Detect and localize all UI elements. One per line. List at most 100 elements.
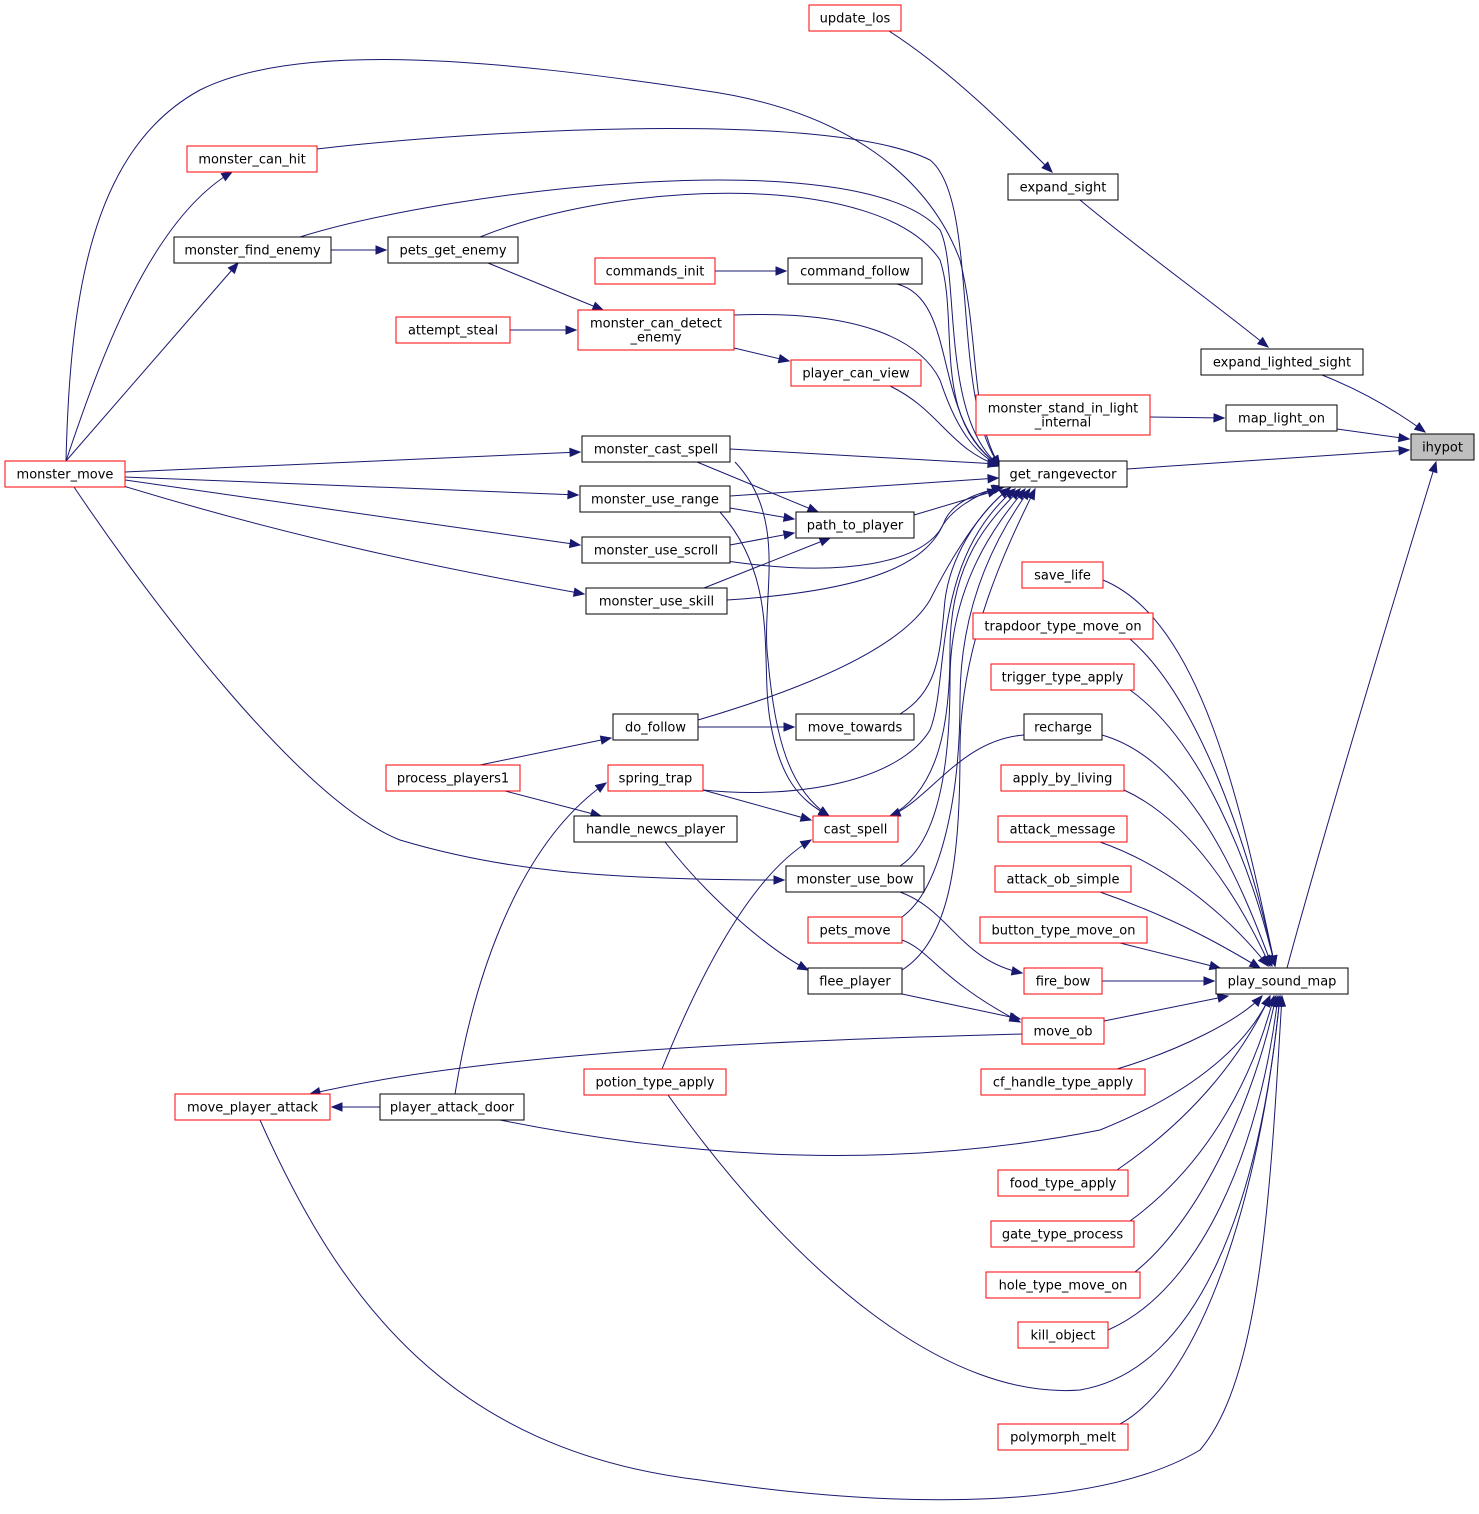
node-monster_move[interactable]: monster_move [4,460,126,488]
node-trigger_type_apply[interactable]: trigger_type_apply [990,663,1135,691]
node-process_players1[interactable]: process_players1 [385,764,521,792]
edge-line [1126,449,1410,470]
node-update_los[interactable]: update_los [808,4,902,32]
edge-arrowhead [783,722,796,732]
node-kill_object[interactable]: kill_object [1017,1321,1109,1349]
node-move_ob[interactable]: move_ob [1021,1017,1105,1045]
node-box [1007,173,1119,201]
node-expand_lighted_sight[interactable]: expand_lighted_sight [1200,348,1364,376]
node-label: attack_ob_simple [1007,873,1120,888]
node-label: cf_handle_type_apply [993,1076,1134,1091]
node-box [997,815,1128,843]
node-button_type_move_on[interactable]: button_type_move_on [979,916,1148,944]
edge-line [899,891,1023,974]
node-box [979,916,1148,944]
node-monster_cast_spell[interactable]: monster_cast_spell [581,435,731,463]
edge-cf_handle_type_apply-to-play_sound_map [1116,995,1263,1070]
edge-arrowhead [1398,445,1411,456]
node-move_player_attack[interactable]: move_player_attack [174,1093,331,1121]
node-gate_type_process[interactable]: gate_type_process [990,1220,1135,1248]
node-label: cast_spell [824,823,888,838]
node-do_follow[interactable]: do_follow [612,713,699,741]
node-cast_spell[interactable]: cast_spell [812,815,899,843]
node-label: trigger_type_apply [1002,671,1124,686]
node-flee_player[interactable]: flee_player [807,967,903,995]
node-play_sound_map[interactable]: play_sound_map [1215,967,1349,995]
node-label: monster_cast_spell [594,443,718,458]
node-box [980,1068,1146,1096]
node-box [795,713,915,741]
node-get_rangevector[interactable]: get_rangevector [998,460,1128,488]
node-fire_bow[interactable]: fire_bow [1023,967,1103,995]
node-path_to_player[interactable]: path_to_player [795,511,915,539]
node-map_light_on[interactable]: map_light_on [1225,404,1338,432]
edge-attempt_steal-to-monster_can_detect_enemy [510,325,578,335]
node-expand_sight[interactable]: expand_sight [1007,173,1119,201]
edge-expand_sight-to-expand_lighted_sight [1079,199,1270,348]
node-player_can_view[interactable]: player_can_view [790,359,922,387]
edge-arrowhead [1213,413,1226,423]
node-hole_type_move_on[interactable]: hole_type_move_on [985,1271,1141,1299]
node-label: hole_type_move_on [999,1279,1128,1294]
node-trapdoor_type_move_on[interactable]: trapdoor_type_move_on [972,612,1154,640]
node-label: food_type_apply [1010,1177,1117,1192]
node-monster_use_bow[interactable]: monster_use_bow [785,865,925,893]
node-monster_use_range[interactable]: monster_use_range [579,485,731,513]
edge-monster_can_hit-to-get_rangevector [316,128,1001,468]
node-label: polymorph_melt [1010,1431,1116,1446]
edge-line [479,737,612,766]
node-move_towards[interactable]: move_towards [795,713,915,741]
edge-arrowhead [796,960,810,971]
edge-line [733,313,1001,467]
node-box [997,1169,1129,1197]
edge-attack_ob_simple-to-play_sound_map [1099,891,1262,969]
edge-arrowhead [375,245,388,255]
node-cf_handle_type_apply[interactable]: cf_handle_type_apply [980,1068,1146,1096]
edge-line [1099,841,1269,967]
node-monster_can_detect_enemy[interactable]: monster_can_detect_enemy [577,309,735,351]
node-player_attack_door[interactable]: player_attack_door [379,1093,525,1121]
edge-arrowhead [330,1102,343,1112]
edge-line [896,283,1001,467]
edge-line [719,485,1003,569]
node-label: ihypot [1422,441,1463,456]
edge-spring_trap-to-cast_spell [702,789,813,822]
node-attack_ob_simple[interactable]: attack_ob_simple [994,865,1132,893]
node-command_follow[interactable]: command_follow [787,257,923,285]
node-label: monster_use_skill [599,595,714,610]
node-monster_use_scroll[interactable]: monster_use_scroll [581,536,731,564]
node-label: potion_type_apply [596,1076,715,1091]
edge-line [1116,995,1271,1171]
node-commands_init[interactable]: commands_init [594,257,716,285]
edge-line [124,476,579,496]
edge-flee_player-to-move_ob [901,993,1022,1022]
node-pets_move[interactable]: pets_move [807,916,903,944]
edge-arrowhead [1248,958,1262,969]
edge-flee_player-to-get_rangevector [901,487,1036,971]
node-box [579,485,731,513]
node-monster_find_enemy[interactable]: monster_find_enemy [173,236,332,264]
edge-line [124,479,581,546]
node-box [807,916,903,944]
node-recharge[interactable]: recharge [1023,713,1103,741]
node-apply_by_living[interactable]: apply_by_living [1000,764,1125,792]
edge-arrowhead [591,301,605,311]
node-spring_trap[interactable]: spring_trap [607,764,704,792]
node-potion_type_apply[interactable]: potion_type_apply [583,1068,727,1096]
node-monster_can_hit[interactable]: monster_can_hit [186,145,318,173]
node-polymorph_melt[interactable]: polymorph_melt [997,1423,1129,1451]
node-food_type_apply[interactable]: food_type_apply [997,1169,1129,1197]
edge-line [1321,374,1426,433]
node-attack_message[interactable]: attack_message [997,815,1128,843]
node-save_life[interactable]: save_life [1021,561,1104,589]
edge-line [1129,638,1276,967]
edge-arrowhead [1428,460,1438,474]
node-label: path_to_player [807,519,904,534]
node-monster_stand_in_light_internal[interactable]: monster_stand_in_light_internal [975,394,1151,436]
node-box [1225,404,1338,432]
node-handle_newcs_player[interactable]: handle_newcs_player [573,815,738,843]
node-monster_use_skill[interactable]: monster_use_skill [585,587,728,615]
edge-line [667,995,1281,1392]
node-pets_get_enemy[interactable]: pets_get_enemy [387,236,519,264]
node-attempt_steal[interactable]: attempt_steal [395,316,511,344]
